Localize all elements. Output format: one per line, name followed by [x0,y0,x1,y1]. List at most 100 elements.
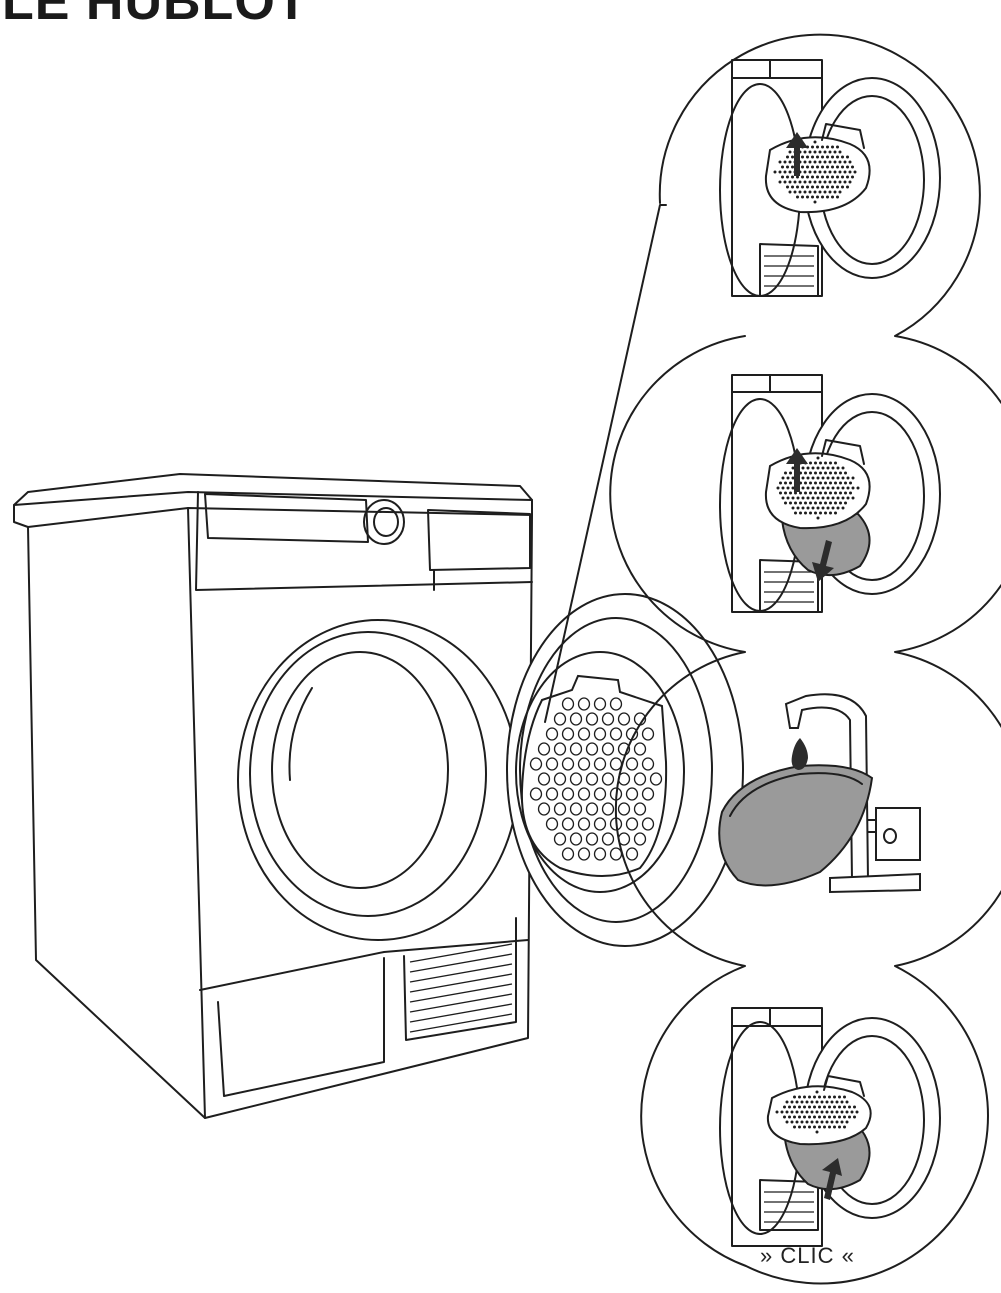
mesh-dot [785,1100,789,1104]
mesh-dot [850,1110,854,1114]
mesh-dot [811,486,815,490]
filter-hole [601,802,615,816]
filter-hole [561,697,575,711]
mesh-dot [828,170,832,174]
mesh-dot [805,1100,809,1104]
mesh-dot [836,155,839,159]
filter-hole [577,727,591,741]
mesh-dot [838,180,842,184]
mesh-dot [804,511,807,515]
mesh-dot [781,476,785,480]
arrow-up-icon [786,132,808,176]
filter-hole [545,817,559,831]
mesh-dot [818,170,822,174]
mesh-dot [800,1100,804,1104]
mesh-dot [841,165,844,169]
mesh-dot [779,481,782,485]
mesh-dot [803,1105,806,1109]
mesh-dot [838,1125,841,1129]
filter-hole [593,727,607,741]
mesh-dot [788,190,792,194]
mesh-dot [778,160,782,164]
filter-hole [561,757,575,771]
mesh-dot [806,486,810,490]
mesh-dot [825,1100,829,1104]
mesh-dot [806,155,809,159]
mesh-dot [823,170,827,174]
mesh-dot [795,1120,799,1124]
mesh-dot [780,1110,784,1114]
filter-hole [577,787,591,801]
mesh-dot [801,486,805,490]
mesh-dot [841,155,844,159]
filter-mesh [529,697,663,861]
mesh-dot [828,150,832,154]
mesh-dot [848,160,852,164]
mesh-dot [811,175,814,179]
mesh-dot [788,180,792,184]
mesh-dot [809,491,812,495]
mesh-dot [846,175,849,179]
mesh-dot [803,180,807,184]
mesh-dot [836,466,840,470]
mesh-dot [793,1095,796,1099]
mesh-dot [851,496,855,500]
filter-hole [569,832,583,846]
mesh-dot [846,496,850,500]
mesh-dot [843,1095,846,1099]
mesh-dot [844,501,847,505]
mesh-dot [791,476,795,480]
mesh-dot [808,190,812,194]
mesh-dot [811,165,814,169]
mesh-dot [833,160,837,164]
dryer-top [13,473,533,506]
display-window [204,493,369,543]
mesh-dot [806,165,809,169]
mesh-dot [804,471,807,475]
mesh-dot [846,185,849,189]
mesh-dot [796,496,800,500]
mesh-dot [825,1120,829,1124]
mesh-dot [808,1095,811,1099]
mesh-dot [828,190,832,194]
mesh-dot [824,471,827,475]
mesh-dot [816,486,820,490]
mesh-dot [848,180,852,184]
filter-hole [649,772,663,786]
mesh-dot [801,195,804,199]
mesh-dot [803,1115,806,1119]
mesh-dot [815,1110,819,1114]
mesh-dot [851,165,854,169]
mesh-dot [836,506,840,510]
mesh-dot [828,160,832,164]
mesh-dot [814,461,817,465]
mesh-dot [813,150,817,154]
mesh-dot [831,185,834,189]
mesh-dot [789,501,792,505]
mesh-dot [823,160,827,164]
mesh-dot [781,175,784,179]
mesh-dot [834,471,837,475]
vent-grille [409,943,513,1033]
mesh-dot [829,511,832,515]
mesh-dot [819,461,822,465]
mesh-dot [808,170,812,174]
mesh-dot [835,1110,839,1114]
mesh-dot [799,511,802,515]
mesh-dot [836,476,840,480]
mesh-dot [796,506,800,510]
filter-hole [569,712,583,726]
mesh-dot [823,180,827,184]
mesh-dot [828,1105,831,1109]
mesh-dot [844,491,847,495]
mesh-dot [793,190,797,194]
filter-hole [561,727,575,741]
mesh-dot [818,1095,821,1099]
mesh-dot [793,1115,796,1119]
mesh-dot [819,511,822,515]
mesh-dot [816,516,820,520]
mesh-dot [814,501,817,505]
mesh-dot [803,1095,806,1099]
mesh-dot [808,180,812,184]
mesh-dot [809,471,812,475]
